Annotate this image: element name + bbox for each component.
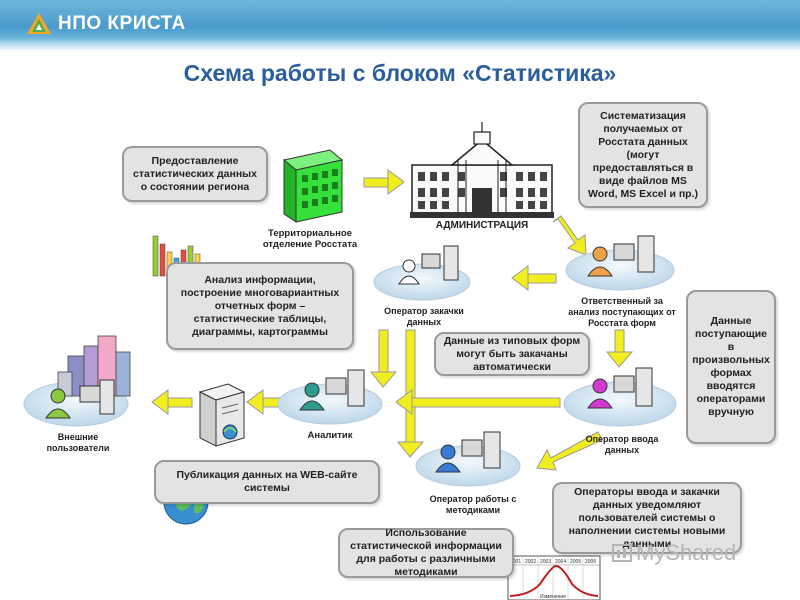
- bubble-analysis: Анализ информации, построение многовариа…: [166, 262, 354, 350]
- arrow-responsible-to-upload: [511, 265, 557, 291]
- label-operator-upload: Оператор закачки данных: [384, 306, 464, 327]
- mini-chart-year-2: 2002: [525, 559, 536, 565]
- label-operator-input: Оператор ввода данных: [585, 434, 659, 455]
- mini-chart-icon: 2001 2002 2003 2004 2005 2006 Изменение: [507, 555, 601, 600]
- page-title: Схема работы с блоком «Статистика»: [183, 60, 617, 86]
- mini-chart-year-4: 2004: [555, 559, 566, 565]
- label-territorial: Территориальное отделение Росстата: [262, 228, 358, 250]
- watermark-icon: [612, 544, 632, 562]
- arrow-upload-to-analyst-1: [369, 329, 398, 388]
- logo: НПО КРИСТА: [26, 12, 186, 36]
- logo-text: НПО КРИСТА: [58, 13, 186, 34]
- operator-methods-workstation-icon: [435, 431, 501, 473]
- mini-chart-year-1: 2001: [510, 559, 521, 565]
- arrow-input-to-analyst: [395, 389, 561, 415]
- label-analyst: Аналитик: [307, 430, 353, 441]
- responsible-workstation-icon: [587, 235, 655, 277]
- analyst-workstation-icon: [299, 369, 365, 411]
- arrow-terr-to-admin: [363, 169, 405, 195]
- label-operator-methods: Оператор работы с методиками: [429, 494, 517, 515]
- mini-chart-year-5: 2005: [570, 559, 581, 565]
- bubble-provision: Предоставление статистических данных о с…: [122, 146, 268, 202]
- bubble-typical-forms: Данные из типовых форм могут быть закача…: [434, 332, 590, 376]
- mini-chart-year-3: 2003: [540, 559, 551, 565]
- label-responsible: Ответственный за анализ поступающих от Р…: [568, 296, 676, 328]
- server-icon: [198, 383, 246, 447]
- arrow-input-to-methods: [536, 431, 603, 471]
- bubble-notify: Операторы ввода и закачки данных уведомл…: [552, 482, 742, 554]
- operator-input-workstation-icon: [587, 367, 653, 409]
- logo-mark-icon: [27, 13, 51, 34]
- administration-building-icon: [410, 122, 554, 218]
- bubble-web-publication: Публикация данных на WEB-сайте системы: [154, 460, 380, 504]
- arrow-upload-to-analyst-2: [396, 329, 425, 458]
- external-user-icon: [45, 379, 115, 419]
- label-external-users: Внешние пользователи: [46, 432, 110, 453]
- bubble-manual-input: Данные поступающие в произвольных формах…: [686, 290, 776, 444]
- bubble-methods: Использование статистической информации …: [338, 527, 514, 578]
- arrow-admin-to-responsible: [552, 215, 587, 256]
- rosstat-building-icon: [282, 149, 344, 223]
- header-banner: [0, 0, 800, 50]
- label-administration: АДМИНИСТРАЦИЯ: [435, 220, 529, 231]
- arrow-server-to-external: [151, 389, 193, 415]
- watermark: MyShared: [612, 540, 736, 566]
- watermark-text: MyShared: [636, 540, 737, 565]
- mini-chart-year-6: 2006: [585, 559, 596, 565]
- arrow-responsible-to-input: [605, 329, 634, 368]
- mini-chart-caption: Изменение: [540, 594, 566, 600]
- operator-upload-workstation-icon: [398, 245, 459, 285]
- bubble-systematization: Систематизация получаемых от Росстата да…: [578, 102, 708, 208]
